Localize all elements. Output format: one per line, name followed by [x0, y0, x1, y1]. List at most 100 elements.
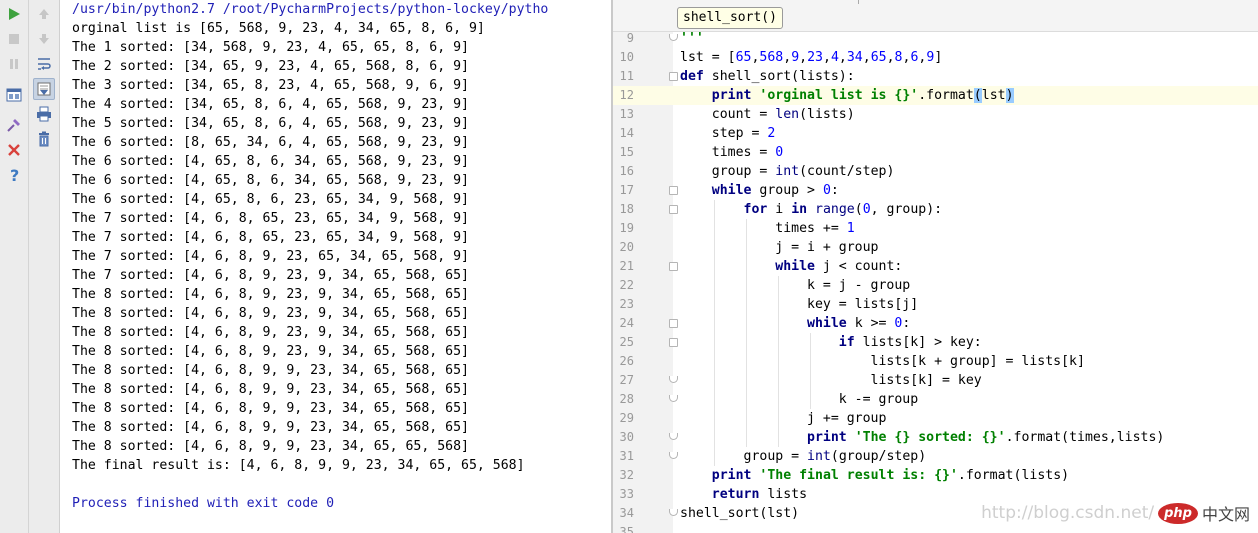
line-number: 24 — [619, 316, 634, 330]
arrow-up-icon[interactable] — [33, 3, 55, 25]
code-text: if lists[k] > key: — [838, 335, 982, 350]
code-line[interactable]: 19 times += 1 — [613, 219, 1258, 238]
fold-marker-icon[interactable] — [669, 433, 678, 440]
fold-marker-icon[interactable] — [669, 452, 678, 459]
fold-marker-icon[interactable] — [669, 395, 678, 402]
indent-guide — [714, 390, 715, 409]
code-line[interactable]: 13 count = len(lists) — [613, 105, 1258, 124]
soft-wrap-icon[interactable] — [33, 53, 55, 75]
code-line[interactable]: 12 print 'orginal list is {}'.format(lst… — [613, 86, 1258, 105]
console-line: The 8 sorted: [4, 6, 8, 9, 9, 23, 34, 65… — [72, 420, 469, 435]
fold-marker-icon[interactable] — [669, 338, 678, 347]
indent-guide — [778, 390, 779, 409]
code-text: def shell_sort(lists): — [680, 69, 855, 84]
trash-icon[interactable] — [33, 128, 55, 150]
fold-marker-icon[interactable] — [669, 262, 678, 271]
code-line[interactable]: 16 group = int(count/step) — [613, 162, 1258, 181]
code-line[interactable]: 30 print 'The {} sorted: {}'.format(time… — [613, 428, 1258, 447]
code-line[interactable]: 28 k -= group — [613, 390, 1258, 409]
fold-marker-icon[interactable] — [669, 376, 678, 383]
pin-icon[interactable] — [3, 114, 25, 136]
console-line: The 7 sorted: [4, 6, 8, 65, 23, 65, 34, … — [72, 230, 469, 245]
code-line[interactable]: 29 j += group — [613, 409, 1258, 428]
indent-guide — [714, 447, 715, 466]
restore-layout-icon[interactable] — [3, 84, 25, 106]
console-line: The 5 sorted: [34, 65, 8, 6, 4, 65, 568,… — [72, 116, 469, 131]
code-line[interactable]: 18 for i in range(0, group): — [613, 200, 1258, 219]
indent-guide — [714, 276, 715, 295]
code-text: step = 2 — [680, 126, 776, 141]
line-number: 28 — [619, 392, 634, 406]
line-number: 18 — [619, 202, 634, 216]
line-number: 20 — [619, 240, 634, 254]
stop-icon[interactable] — [3, 28, 25, 50]
fold-marker-icon[interactable] — [669, 34, 678, 41]
code-line[interactable]: 9 ''' — [613, 29, 1258, 48]
indent-guide — [746, 238, 747, 257]
indent-guide — [746, 409, 747, 428]
code-line[interactable]: 20 j = i + group — [613, 238, 1258, 257]
console-line: The 1 sorted: [34, 568, 9, 23, 4, 65, 65… — [72, 40, 469, 55]
indent-guide — [714, 314, 715, 333]
indent-guide — [746, 371, 747, 390]
line-number: 26 — [619, 354, 634, 368]
fold-marker-icon[interactable] — [669, 205, 678, 214]
console-line: Process finished with exit code 0 — [72, 496, 335, 511]
run-console[interactable]: /usr/bin/python2.7 /root/PycharmProjects… — [60, 0, 611, 533]
panel-splitter[interactable] — [611, 0, 613, 533]
scroll-to-end-icon[interactable] — [33, 78, 55, 100]
line-number: 13 — [619, 107, 634, 121]
close-icon[interactable] — [3, 139, 25, 161]
indent-guide — [714, 352, 715, 371]
line-number: 27 — [619, 373, 634, 387]
line-number: 12 — [619, 88, 634, 102]
code-line[interactable]: 22 k = j - group — [613, 276, 1258, 295]
console-line: The 7 sorted: [4, 6, 8, 9, 23, 9, 34, 65… — [72, 268, 469, 283]
function-hint-popup: shell_sort() — [677, 7, 783, 29]
code-text: print 'The {} sorted: {}'.format(times,l… — [807, 430, 1165, 445]
pause-icon[interactable] — [3, 53, 25, 75]
code-text: ''' — [680, 31, 704, 46]
fold-marker-icon[interactable] — [669, 186, 678, 195]
code-line[interactable]: 15 times = 0 — [613, 143, 1258, 162]
code-text: while k >= 0: — [807, 316, 911, 331]
run-toolbar-secondary — [29, 0, 60, 533]
code-text: k = j - group — [680, 278, 911, 293]
code-line[interactable]: 31 group = int(group/step) — [613, 447, 1258, 466]
code-line[interactable]: 17 while group > 0: — [613, 181, 1258, 200]
arrow-down-icon[interactable] — [33, 28, 55, 50]
fold-marker-icon[interactable] — [669, 319, 678, 328]
code-line[interactable]: 14 step = 2 — [613, 124, 1258, 143]
console-line: The 6 sorted: [4, 65, 8, 6, 23, 65, 34, … — [72, 192, 469, 207]
console-line: The 8 sorted: [4, 6, 8, 9, 23, 9, 34, 65… — [72, 306, 469, 321]
console-line: The 8 sorted: [4, 6, 8, 9, 9, 23, 34, 65… — [72, 401, 469, 416]
code-line[interactable]: 24 while k >= 0: — [613, 314, 1258, 333]
code-text: k -= group — [680, 392, 919, 407]
line-number: 25 — [619, 335, 634, 349]
code-line[interactable]: 21 while j < count: — [613, 257, 1258, 276]
code-text: while j < count: — [775, 259, 903, 274]
line-number: 9 — [626, 31, 634, 45]
line-number: 21 — [619, 259, 634, 273]
print-icon[interactable] — [33, 103, 55, 125]
indent-guide — [714, 200, 715, 219]
help-icon[interactable]: ? — [3, 164, 25, 186]
indent-guide — [778, 333, 779, 352]
code-line[interactable]: 32 print 'The final result is: {}'.forma… — [613, 466, 1258, 485]
console-line: The final result is: [4, 6, 8, 9, 9, 23,… — [72, 458, 525, 473]
code-line[interactable]: 26 lists[k + group] = lists[k] — [613, 352, 1258, 371]
code-text: lists[k] = key — [680, 373, 982, 388]
code-line[interactable]: 27 lists[k] = key — [613, 371, 1258, 390]
run-icon[interactable] — [3, 3, 25, 25]
code-line[interactable]: 23 key = lists[j] — [613, 295, 1258, 314]
code-line[interactable]: 25 if lists[k] > key: — [613, 333, 1258, 352]
fold-marker-icon[interactable] — [669, 72, 678, 81]
code-line[interactable]: 33 return lists — [613, 485, 1258, 504]
code-line[interactable]: 35 — [613, 523, 1258, 533]
fold-marker-icon[interactable] — [669, 509, 678, 516]
